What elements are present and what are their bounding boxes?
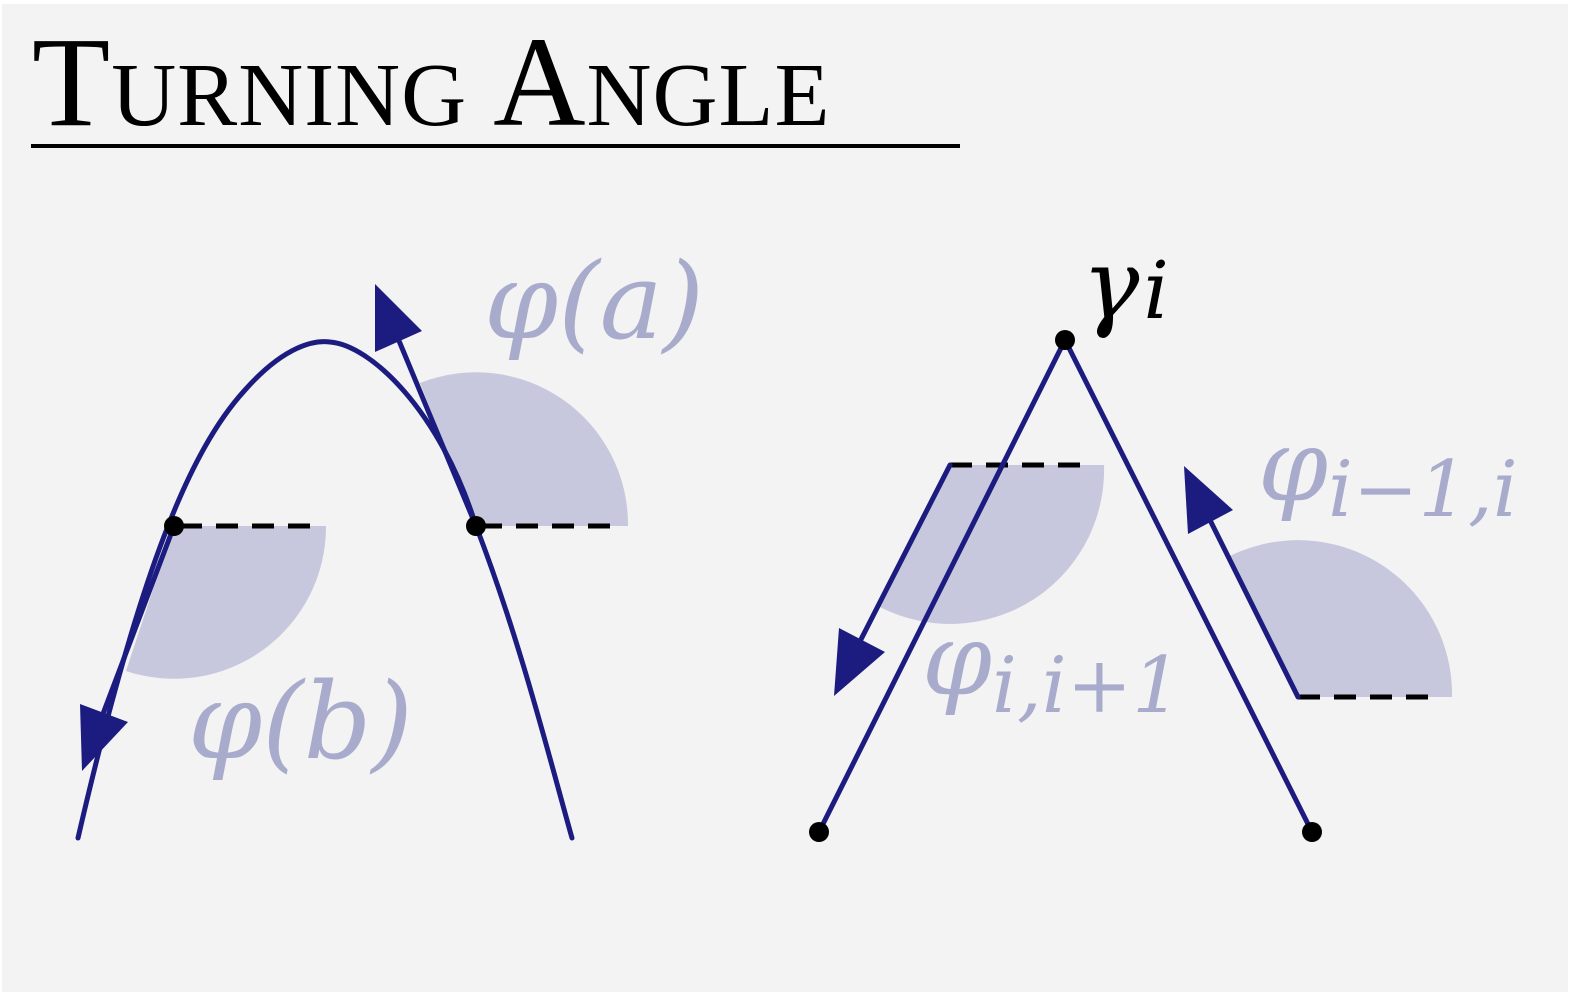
wedge-phi-a	[420, 372, 629, 526]
direction-arrow-prev-shaft	[1201, 505, 1301, 700]
wedge-phi-b	[126, 526, 327, 679]
point-b	[164, 516, 184, 536]
vertex-i	[1055, 330, 1075, 350]
label-phi-i-next: φi,i+1	[922, 601, 1182, 731]
tangent-arrow-b-shaft	[95, 523, 177, 730]
point-a	[466, 516, 486, 536]
tangent-arrow-a-shaft	[389, 321, 479, 529]
page-title: Turning Angle	[32, 11, 831, 153]
edge-left	[816, 337, 1068, 835]
label-phi-i-prev: φi−1,i	[1258, 407, 1518, 535]
direction-arrow-next-shaft	[849, 462, 953, 660]
label-phi-b: φ(b)	[188, 660, 413, 783]
title-underline	[31, 144, 960, 148]
direction-arrowhead-next	[834, 628, 885, 696]
tangent-arrowhead-a	[375, 284, 422, 352]
label-gamma-i: γi	[1082, 229, 1169, 341]
tangent-arrowhead-b	[80, 704, 128, 771]
label-phi-a: φ(a)	[484, 240, 704, 363]
wedge-phi-i-prev	[1230, 540, 1453, 697]
direction-arrowhead-prev	[1184, 466, 1233, 534]
vertex-i-prev	[1302, 822, 1322, 842]
edge-right	[1062, 337, 1315, 835]
vertex-i-next	[809, 822, 829, 842]
wedge-phi-i-next	[878, 465, 1105, 624]
